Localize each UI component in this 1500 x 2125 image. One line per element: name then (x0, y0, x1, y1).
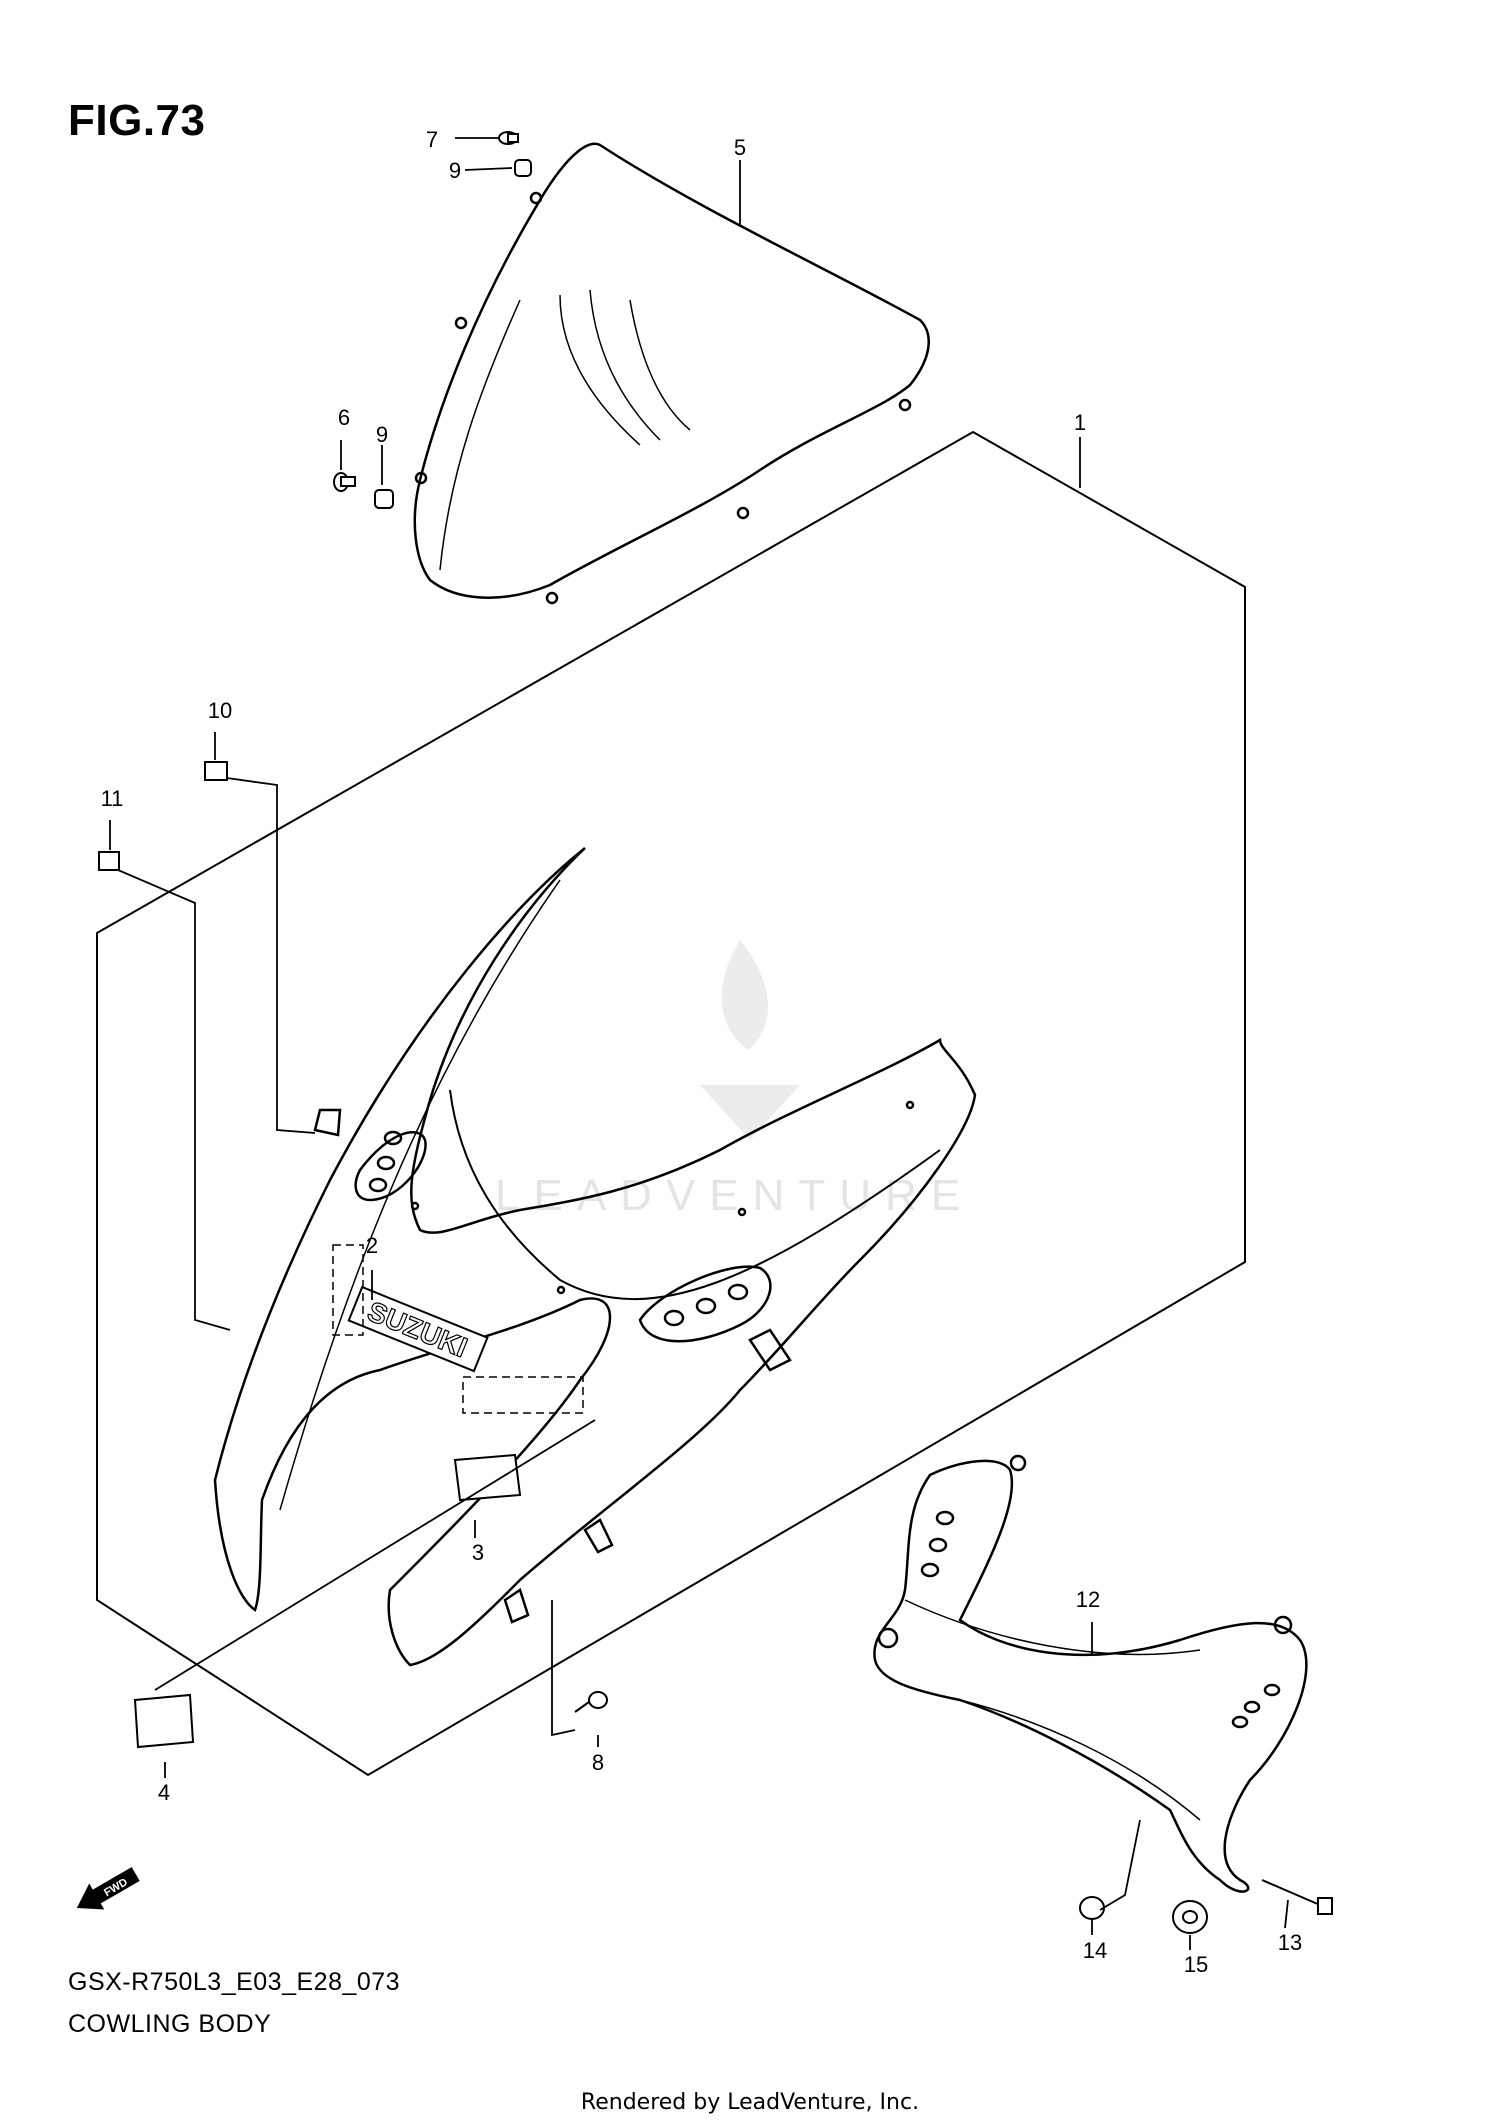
leader-lines (109, 137, 1289, 1950)
callout-9-side: 9 (376, 422, 388, 447)
screw-8 (574, 1691, 608, 1713)
callout-9-top: 9 (449, 158, 461, 183)
decal-area-left (332, 1244, 364, 1336)
screw-6 (333, 472, 356, 492)
figure-title: FIG.73 (68, 96, 206, 145)
callout-8: 8 (592, 1750, 604, 1775)
figure-name: COWLING BODY (68, 2010, 272, 2038)
callout-2: 2 (366, 1233, 378, 1258)
callout-6: 6 (338, 405, 350, 430)
label-3 (453, 1453, 522, 1502)
decal-area-center (462, 1376, 584, 1414)
v-watermark-icon (700, 1085, 800, 1140)
bolt-13 (1261, 1879, 1333, 1915)
watermark: LEADVENTURE (495, 940, 974, 1220)
callout-11: 11 (101, 786, 124, 811)
callout-5: 5 (734, 135, 746, 160)
callout-7: 7 (426, 127, 438, 152)
nut-10 (204, 761, 228, 781)
callout-14: 14 (1083, 1938, 1107, 1963)
screw-7 (498, 131, 519, 145)
fwd-arrow-icon: FWD (76, 1867, 140, 1910)
decal-text: SUZUKI (363, 1295, 471, 1363)
label-4 (133, 1693, 195, 1749)
cowling-body-part (213, 847, 977, 1667)
callout-4: 4 (158, 1780, 170, 1805)
assembly-box-outline (96, 430, 1246, 1777)
callout-numbers: 1 2 3 4 5 6 7 8 9 9 10 11 12 13 14 15 (101, 127, 1303, 1977)
nut-14 (1079, 1896, 1105, 1920)
cowling-bracket-part (873, 1454, 1308, 1893)
watermark-text: LEADVENTURE (495, 1171, 974, 1220)
callout-3: 3 (472, 1540, 484, 1565)
callout-1: 1 (1074, 410, 1086, 435)
callout-15: 15 (1184, 1952, 1208, 1977)
callout-10: 10 (208, 698, 232, 723)
model-code: GSX-R750L3_E03_E28_073 (68, 1968, 401, 1996)
nut-9-side (374, 489, 394, 509)
nut-9-top (514, 159, 532, 177)
grommet-15 (1172, 1900, 1208, 1934)
windscreen-part (413, 142, 930, 605)
fwd-label: FWD (102, 1876, 130, 1899)
nut-11 (98, 851, 120, 871)
flame-watermark-icon (721, 940, 768, 1050)
callout-12: 12 (1076, 1587, 1100, 1612)
callout-13: 13 (1278, 1930, 1302, 1955)
rendered-by-footer: Rendered by LeadVenture, Inc. (580, 2090, 920, 2115)
